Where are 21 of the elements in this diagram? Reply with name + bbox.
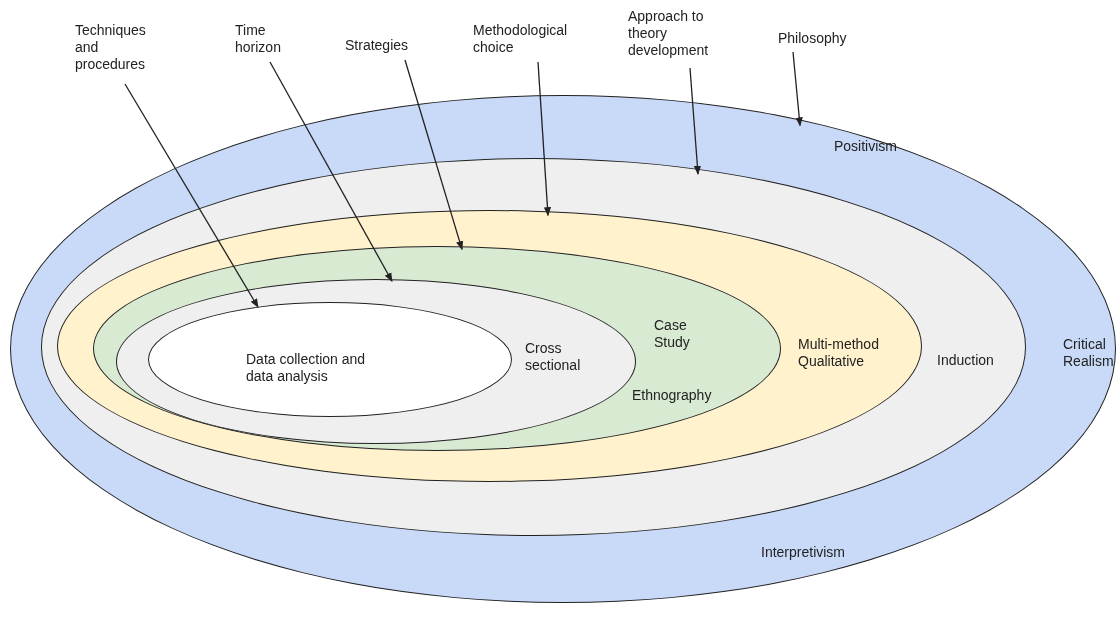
arrow — [269, 61, 393, 283]
layer-option: Interpretivism — [761, 544, 861, 561]
layer-option: Case Study — [654, 317, 699, 351]
layer-label: Approach to theory development — [628, 8, 733, 59]
arrow — [404, 59, 464, 251]
layer-option: Data collection and data analysis — [246, 351, 386, 385]
arrow — [792, 51, 803, 127]
arrow — [689, 67, 701, 175]
layer-label: Methodological choice — [473, 22, 585, 56]
layer-label: Techniques and procedures — [75, 22, 157, 73]
arrow — [124, 83, 259, 308]
layer-label: Time horizon — [235, 22, 297, 56]
arrow — [537, 61, 552, 217]
layer-label: Philosophy — [778, 30, 863, 47]
layer-option: Ethnography — [632, 387, 732, 404]
layer-option: Induction — [937, 352, 1012, 369]
layer-option: Critical Realism — [1063, 336, 1115, 370]
layer-label: Strategies — [345, 37, 425, 54]
layer-option: Cross sectional — [525, 340, 605, 374]
layer-option: Multi-method Qualitative — [798, 336, 893, 370]
layer-option: Positivism — [834, 138, 924, 155]
